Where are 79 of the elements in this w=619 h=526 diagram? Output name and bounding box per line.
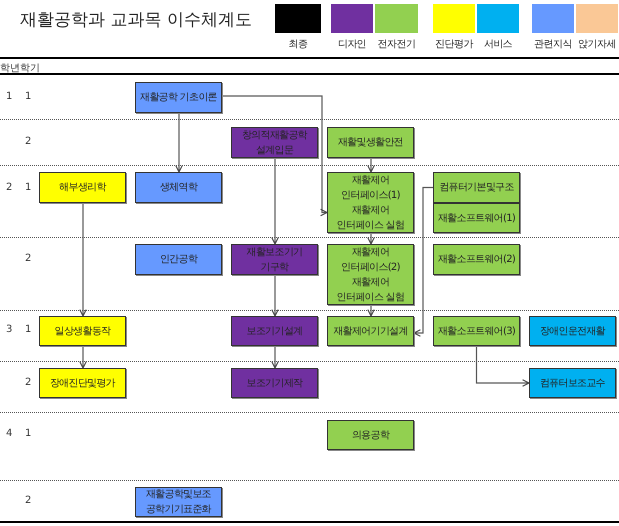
arrow	[367, 233, 375, 245]
course-box	[433, 244, 520, 275]
course-box	[135, 244, 222, 275]
course-name: 해부생리학	[59, 181, 106, 195]
course-box	[39, 172, 126, 203]
course-name: 재활제어기기설계	[333, 324, 408, 338]
course-name: 일상생활동작	[54, 324, 110, 338]
arrow	[413, 186, 433, 337]
course-name: 창의적재활공학 설계입문	[240, 128, 308, 158]
course-box	[231, 316, 318, 346]
course-box	[231, 127, 318, 158]
term-number: 2	[25, 377, 32, 388]
term-number: 1	[25, 91, 32, 102]
arrow	[222, 95, 328, 216]
course-box	[529, 316, 616, 346]
course-name: 재활소프트웨어(1)	[438, 212, 516, 226]
course-box	[327, 172, 414, 233]
diagram-title: 재활공학과 교과목 이수체계도	[20, 9, 252, 31]
term-number: 2	[25, 253, 32, 264]
course-box	[135, 172, 222, 203]
arrow	[271, 346, 279, 369]
term-number: 1	[25, 428, 32, 439]
course-box	[327, 127, 414, 158]
term-number: 3	[6, 324, 12, 335]
term-number: 2	[25, 495, 32, 506]
course-name: 재활제어 인터페이스 실험	[336, 276, 406, 304]
course-name: 보조기기제작	[246, 376, 302, 390]
course-name: 재활및생활안전	[338, 136, 404, 150]
course-box	[529, 368, 616, 398]
arrow	[367, 305, 375, 317]
column-header: 학년학기	[0, 62, 40, 75]
course-name: 생체역학	[160, 181, 198, 195]
course-box	[327, 316, 414, 346]
arrow	[271, 158, 279, 245]
course-box	[39, 368, 126, 398]
course-box	[433, 172, 520, 203]
course-name: 컴퓨터보조교수	[540, 376, 606, 390]
course-name: 재활제어 인터페이스 실험	[336, 204, 406, 232]
course-name: 재활소프트웨어(3)	[438, 324, 516, 338]
arrow	[79, 346, 87, 369]
legend-label: 디자인	[338, 38, 366, 51]
course-box	[327, 244, 414, 305]
course-box	[433, 316, 520, 346]
term-number: 2	[6, 182, 12, 193]
course-name: 의용공학	[352, 428, 390, 442]
course-name: 재활제어 인터페이스(2)	[340, 246, 401, 274]
course-name: 보조기기설계	[246, 324, 302, 338]
legend-label: 최종	[288, 38, 308, 51]
course-name: 재활공학 기초이론	[140, 91, 217, 105]
arrow	[79, 203, 87, 317]
legend-label: 전자전기	[378, 38, 416, 51]
arrow	[175, 113, 183, 173]
arrow	[271, 275, 279, 317]
legend-label: 관련지식	[534, 38, 572, 51]
course-box	[231, 368, 318, 398]
term-number: 2	[25, 136, 32, 147]
term-number: 4	[6, 428, 12, 439]
course-name: 인간공학	[160, 253, 198, 267]
course-name: 컴퓨터기본및구조	[439, 181, 514, 195]
legend-label: 서비스	[484, 38, 512, 51]
course-name: 장애진단및평가	[50, 376, 116, 390]
term-number: 1	[6, 91, 12, 102]
term-number: 1	[25, 182, 32, 193]
course-name: 재활제어 인터페이스(1)	[340, 174, 401, 202]
course-box	[39, 316, 126, 346]
arrow	[367, 158, 375, 173]
course-name: 재활보조기기 기구학	[246, 246, 304, 274]
course-box	[135, 487, 222, 517]
course-name: 장애인운전재활	[540, 324, 606, 338]
course-box	[433, 203, 520, 233]
course-box	[327, 420, 414, 450]
course-box	[231, 244, 318, 275]
course-name: 재활공학및보조 공학기기표준화	[144, 488, 212, 517]
legend-label: 진단평가	[435, 38, 473, 51]
arrow	[476, 346, 530, 387]
course-name: 재활소프트웨어(2)	[438, 253, 516, 267]
course-box	[135, 82, 222, 113]
legend-label: 앉기자세	[578, 38, 616, 51]
term-number: 1	[25, 324, 32, 335]
